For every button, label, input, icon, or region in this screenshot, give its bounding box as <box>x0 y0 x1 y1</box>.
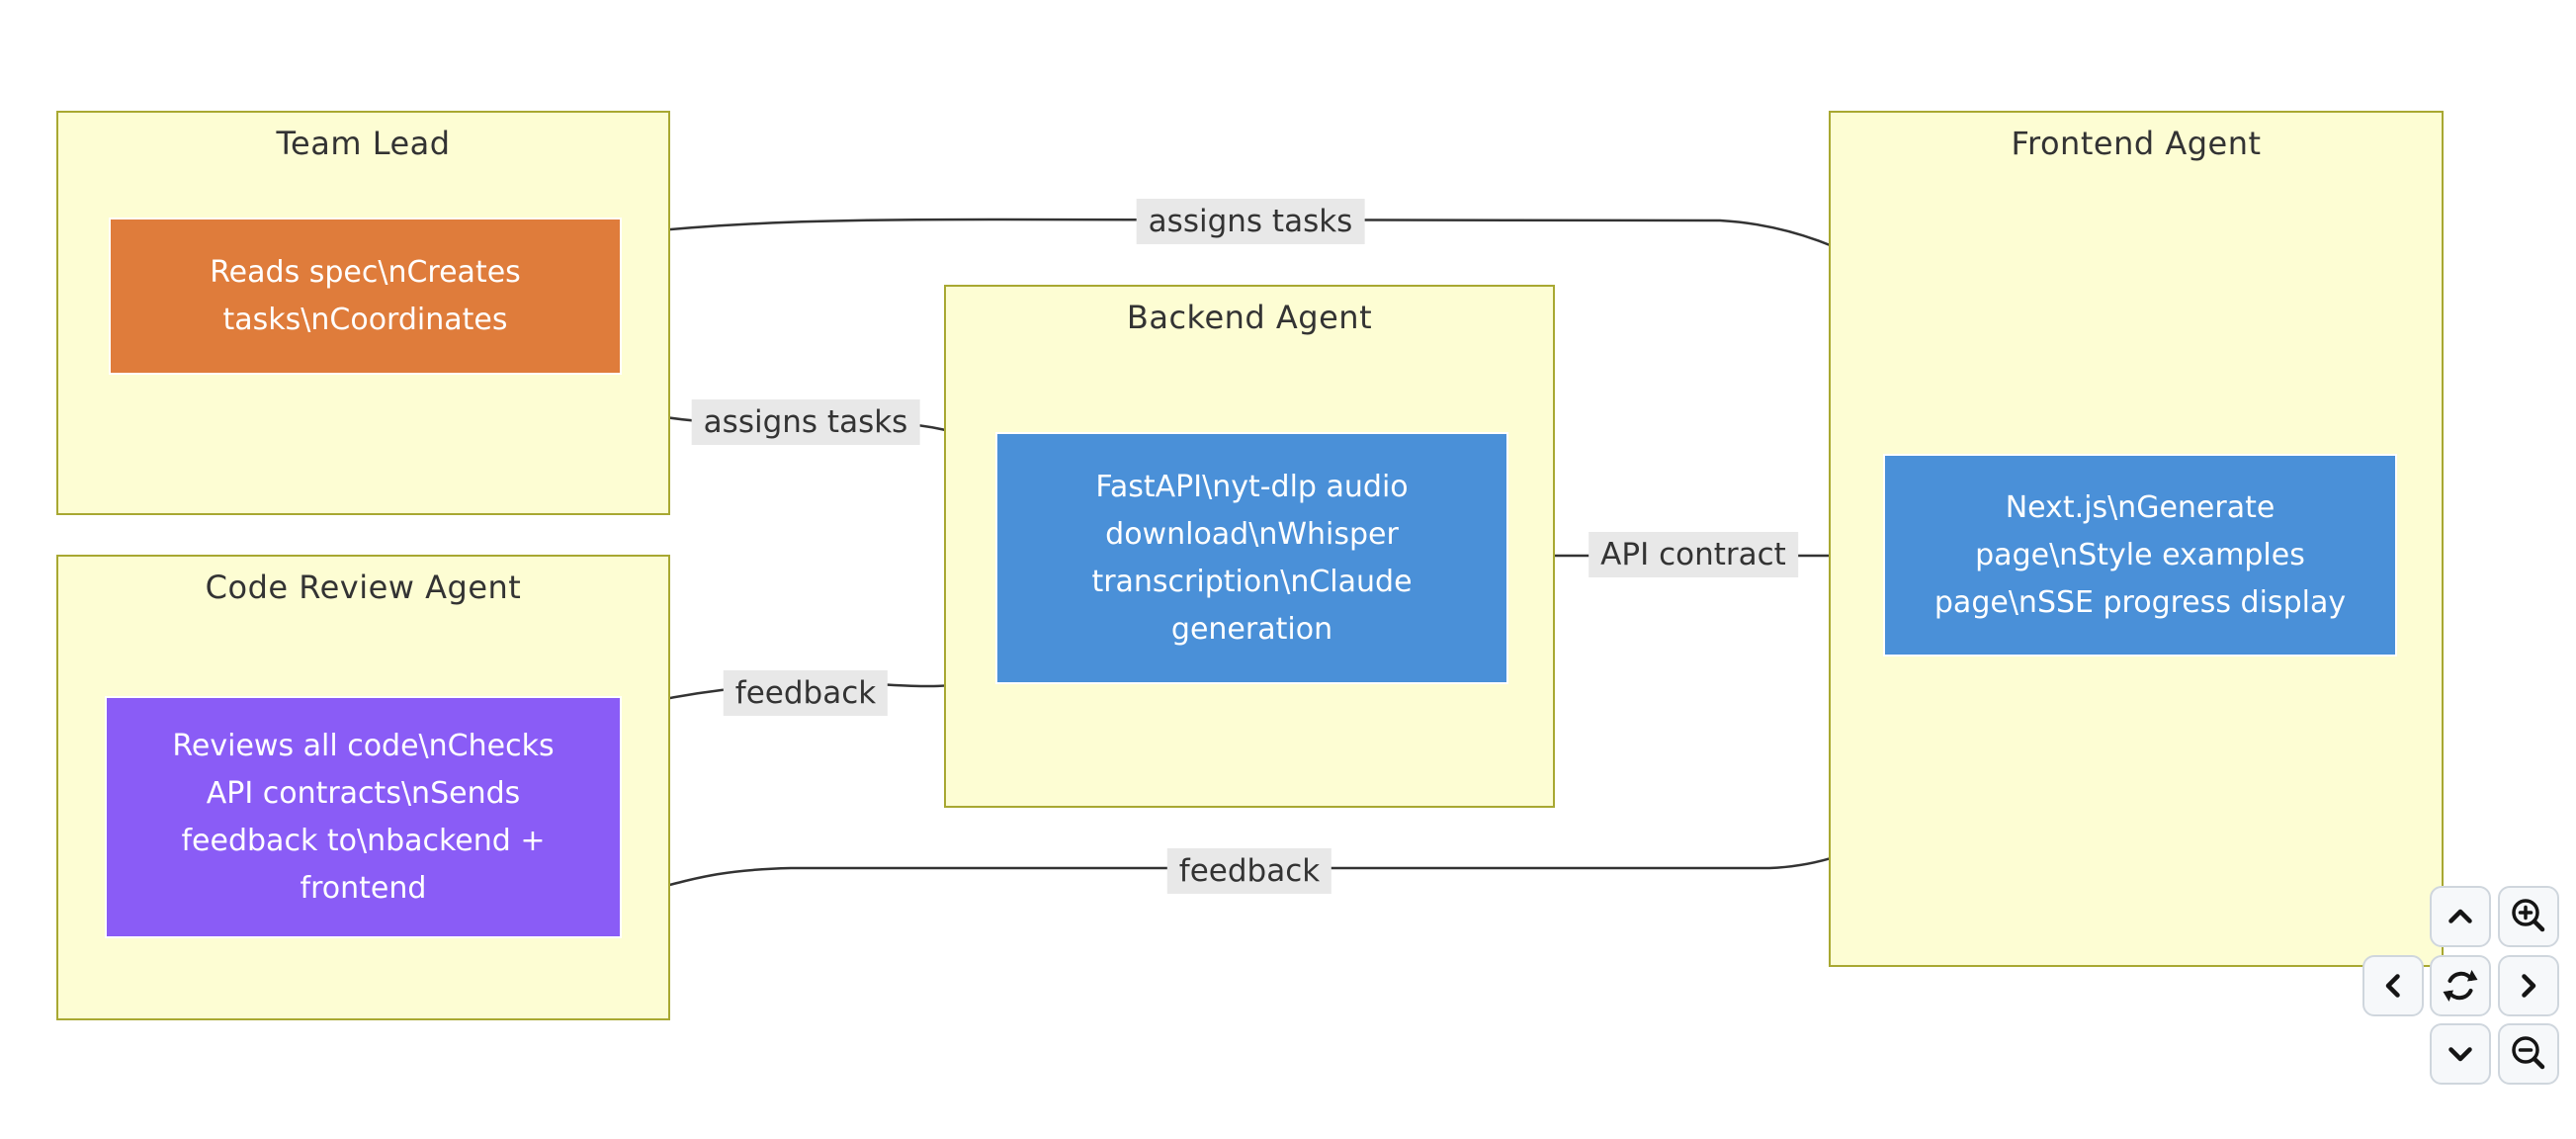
node-text-line: frontend <box>300 870 427 906</box>
cluster-title-code-review: Code Review Agent <box>205 569 522 606</box>
chevron-left-icon <box>2362 955 2424 1016</box>
node-text-line: feedback to\nbackend + <box>181 823 546 858</box>
edge-label-feedback-frontend: feedback <box>1166 848 1332 894</box>
node-text-line: Reviews all code\nChecks <box>172 728 555 763</box>
edge-label-assigns-tasks-frontend: assigns tasks <box>1136 199 1365 244</box>
cluster-backend: Backend Agent FastAPI\nyt-dlp audio down… <box>944 285 1555 808</box>
node-code-review: Reviews all code\nChecks API contracts\n… <box>105 696 622 938</box>
node-text-line: API contracts\nSends <box>206 775 521 811</box>
cluster-frontend: Frontend Agent Next.js\nGenerate page\nS… <box>1829 111 2444 967</box>
zoom-out-icon <box>2498 1023 2559 1085</box>
chevron-down-icon <box>2430 1023 2491 1085</box>
node-text-line: generation <box>1170 611 1333 647</box>
pan-down-button[interactable] <box>2430 1023 2491 1085</box>
chevron-up-icon <box>2430 886 2491 947</box>
node-text-line: download\nWhisper <box>1105 516 1399 552</box>
node-text-line: tasks\nCoordinates <box>222 302 508 337</box>
cluster-title-frontend: Frontend Agent <box>2011 125 2262 162</box>
node-text-line: transcription\nClaude <box>1091 564 1413 599</box>
edge-label-assigns-tasks-backend: assigns tasks <box>691 399 920 445</box>
zoom-out-button[interactable] <box>2498 1023 2559 1085</box>
cluster-title-team-lead: Team Lead <box>276 125 451 162</box>
cluster-code-review: Code Review Agent Reviews all code\nChec… <box>56 555 670 1020</box>
pan-left-button[interactable] <box>2362 955 2424 1016</box>
node-text-line: page\nStyle examples <box>1975 537 2305 572</box>
zoom-in-icon <box>2498 886 2559 947</box>
node-backend: FastAPI\nyt-dlp audio download\nWhisper … <box>995 432 1508 684</box>
edge-label-feedback-backend: feedback <box>723 670 889 716</box>
chevron-right-icon <box>2498 955 2559 1016</box>
pan-right-button[interactable] <box>2498 955 2559 1016</box>
node-text-line: Reads spec\nCreates <box>210 254 521 290</box>
node-frontend: Next.js\nGenerate page\nStyle examples p… <box>1883 454 2397 657</box>
refresh-icon <box>2430 955 2491 1016</box>
node-text-line: Next.js\nGenerate <box>2005 489 2275 525</box>
cluster-title-backend: Backend Agent <box>1126 299 1373 336</box>
edge-label-api-contract: API contract <box>1589 532 1798 577</box>
cluster-team-lead: Team Lead Reads spec\nCreates tasks\nCoo… <box>56 111 670 515</box>
reset-view-button[interactable] <box>2430 955 2491 1016</box>
node-text-line: FastAPI\nyt-dlp audio <box>1095 469 1409 504</box>
node-text-line: page\nSSE progress display <box>1933 584 2347 620</box>
pan-up-button[interactable] <box>2430 886 2491 947</box>
zoom-in-button[interactable] <box>2498 886 2559 947</box>
node-team-lead: Reads spec\nCreates tasks\nCoordinates <box>109 218 622 375</box>
